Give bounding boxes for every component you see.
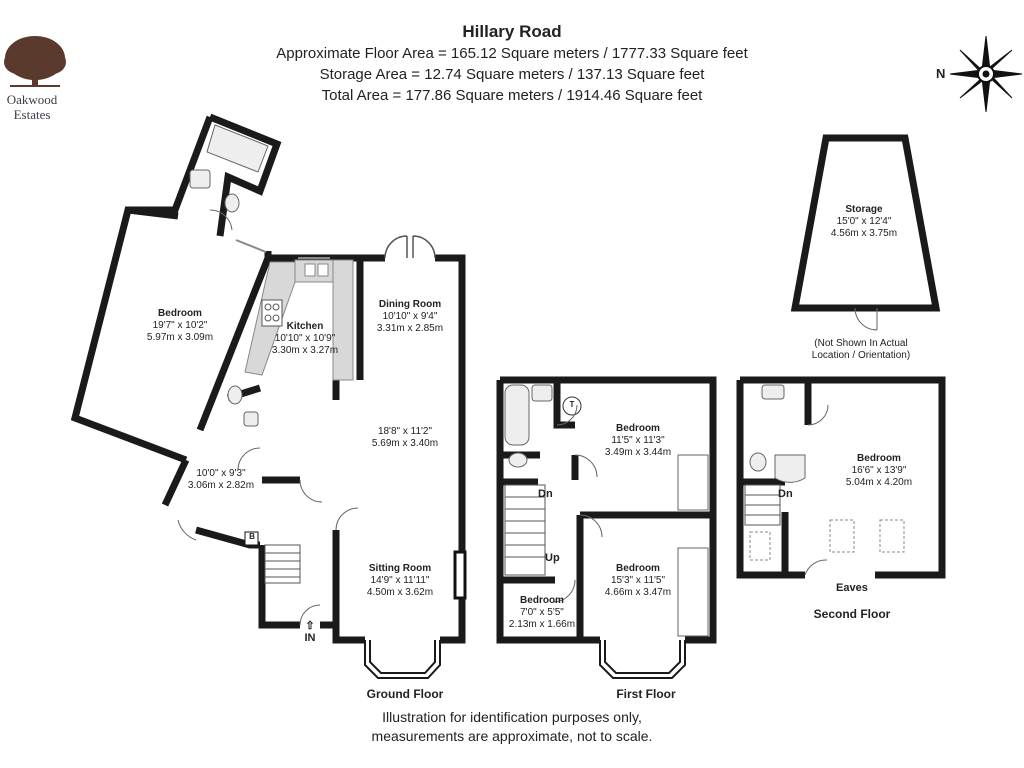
room-name: Kitchen <box>286 321 324 332</box>
second-stairs-down-label: Dn <box>778 488 793 500</box>
ground-wc <box>227 385 259 427</box>
room-first-bedroom-2: Bedroom 15'3" x 11'5" 4.66m x 3.47m <box>598 563 678 599</box>
room-metric: 4.50m x 3.62m <box>366 587 434 598</box>
room-storage: Storage 15'0" x 12'4" 4.56m x 3.75m <box>822 204 906 240</box>
hob <box>261 299 283 327</box>
ground-doors <box>177 209 359 626</box>
second-floor-label: Second Floor <box>813 607 891 621</box>
french-doors <box>384 235 436 259</box>
disclaimer-line-1: Illustration for identification purposes… <box>382 709 642 725</box>
room-name: Bedroom <box>520 595 564 606</box>
room-metric: 5.97m x 3.09m <box>146 332 214 343</box>
disclaimer: Illustration for identification purposes… <box>0 708 1024 746</box>
room-hall: 10'0" x 9'3" 3.06m x 2.82m <box>186 468 256 492</box>
first-bathroom-fixtures <box>504 384 553 468</box>
second-stairs <box>744 484 781 526</box>
storage-area-text: Storage Area = 12.74 Square meters / 137… <box>319 66 705 83</box>
first-floor-label: First Floor <box>616 687 676 701</box>
room-kitchen: Kitchen 10'10" x 10'9" 3.30m x 3.27m <box>265 321 345 357</box>
room-imperial: 15'0" x 12'4" <box>836 216 892 227</box>
room-metric: 3.30m x 3.27m <box>271 345 339 356</box>
room-imperial: 10'10" x 10'9" <box>274 333 336 344</box>
ground-bay-window <box>364 640 441 679</box>
first-wardrobes <box>677 454 709 637</box>
logo-wordmark: Oakwood Estates <box>0 92 64 122</box>
tank-label: T <box>569 400 575 409</box>
eaves-label: Eaves <box>836 582 868 594</box>
boiler-box <box>244 531 259 546</box>
room-name: Bedroom <box>616 423 660 434</box>
room-annex-bedroom: Bedroom 19'7" x 10'2" 5.97m x 3.09m <box>140 308 220 344</box>
room-name: Bedroom <box>616 563 660 574</box>
ground-stairs <box>264 544 301 584</box>
first-floor-walls <box>496 376 717 644</box>
annex-bathroom-fixtures <box>189 124 269 213</box>
room-metric: 4.66m x 3.47m <box>604 587 672 598</box>
first-doors <box>552 404 603 603</box>
room-metric: 2.13m x 1.66m <box>508 619 576 630</box>
room-imperial: 19'7" x 10'2" <box>152 320 208 331</box>
compass-rose <box>949 35 1023 113</box>
room-metric: 3.06m x 2.82m <box>187 480 255 491</box>
room-imperial: 11'5" x 11'3" <box>611 435 665 446</box>
room-metric: 5.04m x 4.20m <box>845 477 913 488</box>
entrance-marker: ⇧ IN <box>302 620 318 645</box>
second-doors <box>804 404 829 576</box>
logo-line-2: Estates <box>13 107 51 122</box>
skylights <box>749 519 905 561</box>
disclaimer-line-2: measurements are approximate, not to sca… <box>371 728 653 744</box>
ground-floor-walls <box>70 113 466 644</box>
second-bathroom-fixtures <box>749 384 806 483</box>
room-first-bedroom-1: Bedroom 11'5" x 11'3" 3.49m x 3.44m <box>598 423 678 459</box>
first-stairs-up-label: Up <box>545 552 560 564</box>
floor-area-text: Approximate Floor Area = 165.12 Square m… <box>276 45 748 62</box>
room-imperial: 14'9" x 11'11" <box>370 575 430 586</box>
first-stairs-down-label: Dn <box>538 488 553 500</box>
entrance-label: IN <box>304 632 316 644</box>
room-name: Storage <box>845 204 883 215</box>
room-metric: 3.31m x 2.85m <box>376 323 444 334</box>
room-imperial: 10'10" x 9'4" <box>382 311 438 322</box>
compass-north-label: N <box>936 66 946 81</box>
room-imperial: 10'0" x 9'3" <box>196 468 246 479</box>
total-area-text: Total Area = 177.86 Square meters / 1914… <box>321 87 703 104</box>
first-bay-window <box>599 640 686 679</box>
arrow-up-icon: ⇧ <box>305 620 315 632</box>
room-imperial: 18'8" x 11'2" <box>377 426 433 437</box>
room-imperial: 16'6" x 13'9" <box>851 465 907 476</box>
room-imperial: 15'3" x 11'5" <box>610 575 666 586</box>
room-name: Sitting Room <box>368 563 432 574</box>
storage-walls <box>790 134 941 312</box>
oak-tree-logo <box>4 36 66 87</box>
storage-note: (Not Shown In Actual Location / Orientat… <box>811 338 911 361</box>
room-metric: 5.69m x 3.40m <box>371 438 439 449</box>
ground-floor-label: Ground Floor <box>366 687 444 701</box>
room-name: Bedroom <box>158 308 202 319</box>
room-dining: Dining Room 10'10" x 9'4" 3.31m x 2.85m <box>368 299 452 335</box>
room-metric: 4.56m x 3.75m <box>830 228 898 239</box>
room-name: Dining Room <box>378 299 442 310</box>
boiler-label: B <box>249 532 255 541</box>
fireplace <box>453 550 467 600</box>
room-sitting: Sitting Room 14'9" x 11'11" 4.50m x 3.62… <box>360 563 440 599</box>
room-imperial: 7'0" x 5'5" <box>520 607 564 618</box>
room-metric: 3.49m x 3.44m <box>604 447 672 458</box>
room-name: Bedroom <box>857 453 901 464</box>
storage-door <box>854 307 878 331</box>
logo-line-1: Oakwood <box>6 92 58 107</box>
first-stairs <box>504 484 546 576</box>
ground-windows <box>235 239 330 259</box>
plan-title: Hillary Road <box>462 22 562 41</box>
second-floor-walls <box>736 376 946 579</box>
room-second-bedroom: Bedroom 16'6" x 13'9" 5.04m x 4.20m <box>834 453 924 489</box>
room-first-bedroom-3: Bedroom 7'0" x 5'5" 2.13m x 1.66m <box>506 595 578 631</box>
room-living: 18'8" x 11'2" 5.69m x 3.40m <box>360 426 450 450</box>
